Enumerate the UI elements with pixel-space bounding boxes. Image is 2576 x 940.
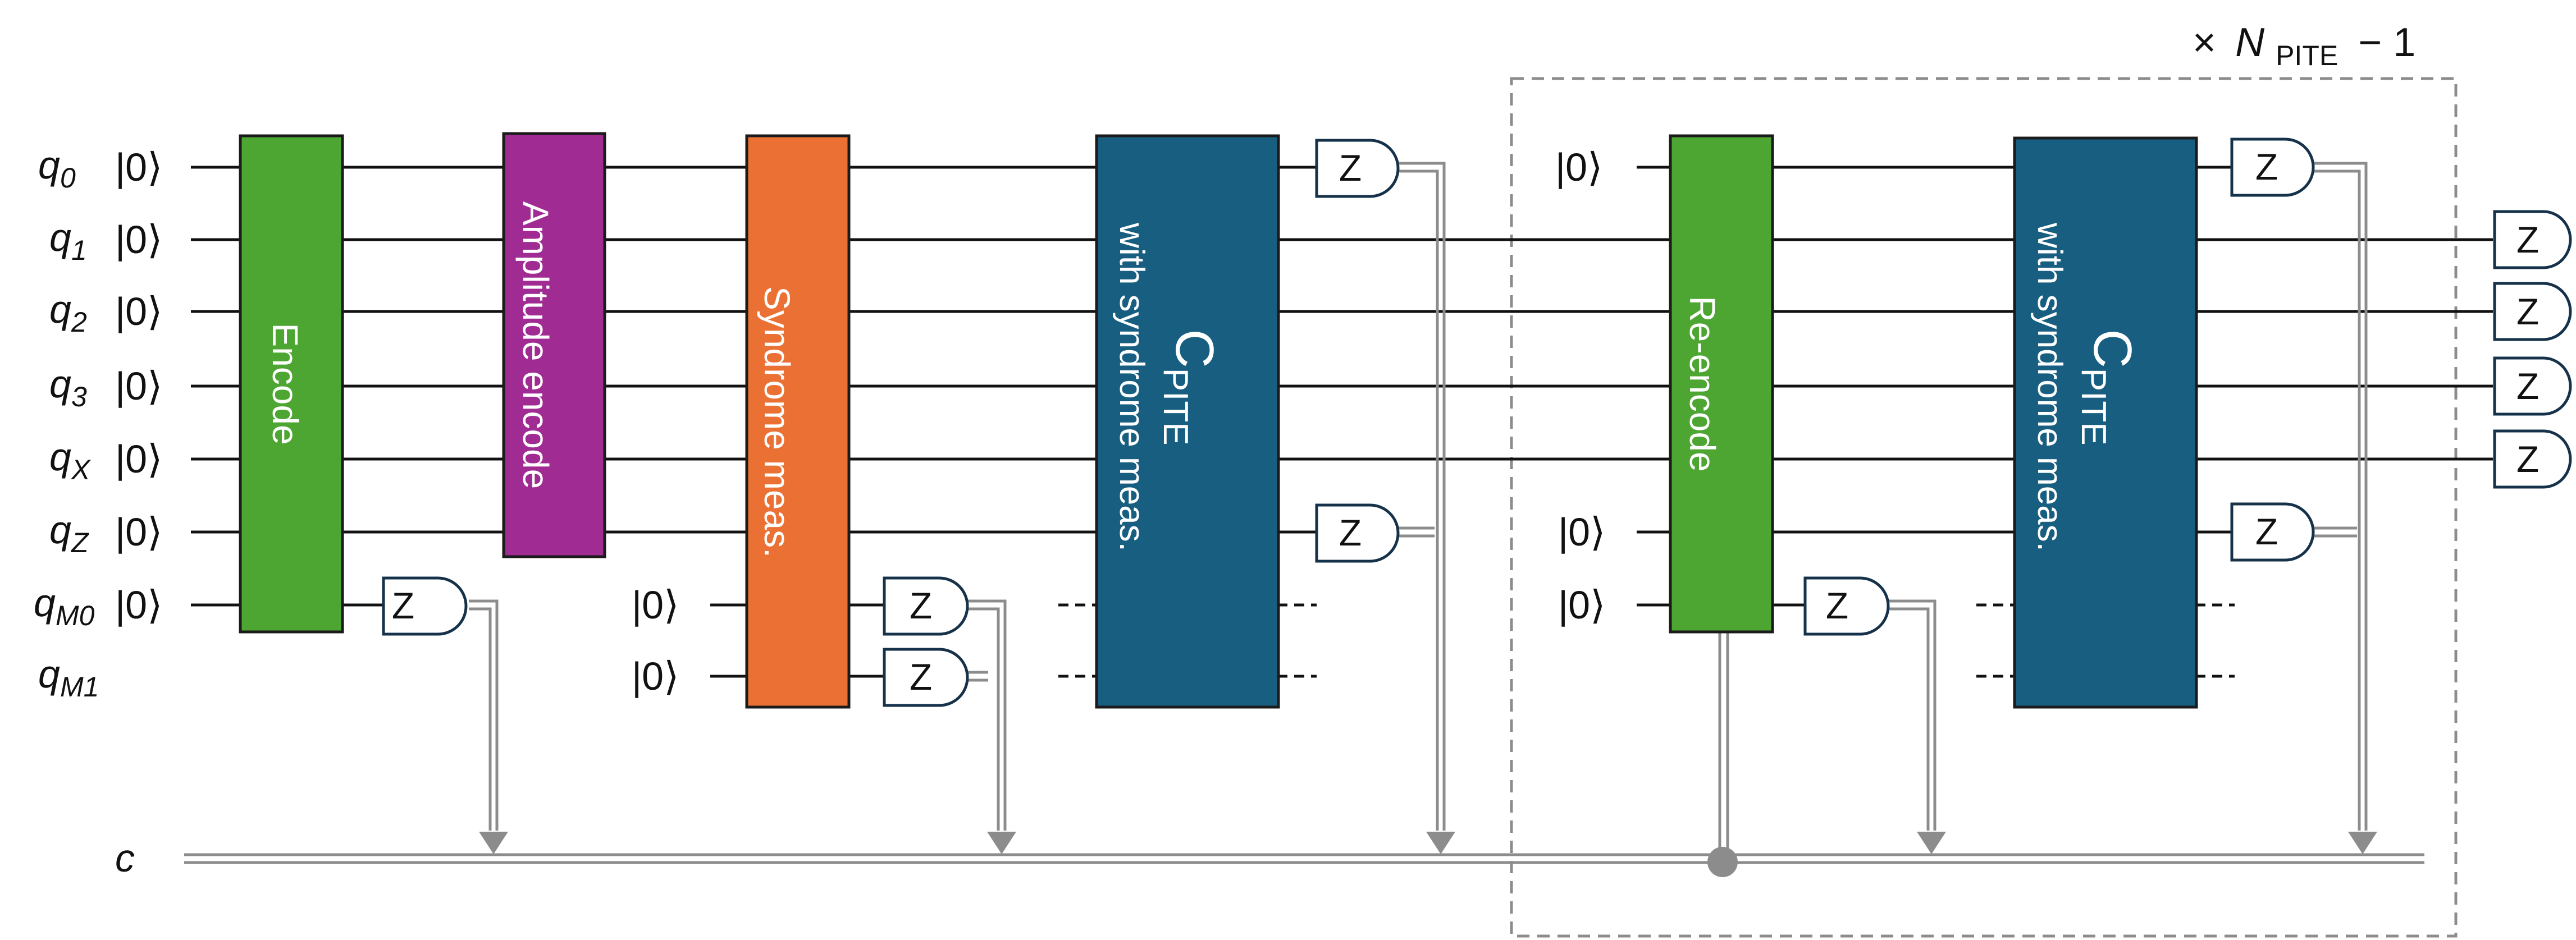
- cpite-gate-2-box: [2013, 136, 2198, 709]
- measure-q3-final-label: Z: [2516, 365, 2539, 407]
- repeat-suffix: − 1: [2358, 20, 2415, 65]
- repeat-symbol: N: [2235, 20, 2265, 65]
- repeat-label: × N PITE − 1: [2193, 20, 2415, 74]
- reencode-gate-label: Re-encode: [1682, 296, 1723, 471]
- measure-qZ-2: Z: [2230, 502, 2315, 562]
- cwire-meas-q0-2: [2310, 162, 2368, 831]
- measure-qM0-2-label: Z: [910, 585, 932, 626]
- qubit-label-q2: q2: [49, 287, 87, 338]
- measure-q0-2: Z: [2230, 137, 2315, 197]
- cwire-meas-qZ-1: [1395, 526, 1435, 538]
- cpite-gate-1: CPITE with syndrome meas.: [1095, 134, 1280, 709]
- cwire-meas-q0-1: [1395, 162, 1446, 831]
- measure-q0-1: Z: [1315, 139, 1400, 198]
- arrow-meas-qM0-3: [1917, 832, 1946, 854]
- syndrome-measurement-gate: Syndrome meas.: [745, 134, 851, 709]
- syndrome-measurement-gate-label: Syndrome meas.: [757, 286, 797, 558]
- cpite-gate-2-c: C: [2082, 329, 2143, 368]
- qubit-label-qM1: qM1: [38, 652, 99, 703]
- amplitude-encode-gate: Amplitude encode: [502, 132, 606, 558]
- measure-q2-final-label: Z: [2516, 291, 2539, 332]
- cpite-gate-1-label: CPITE: [1156, 329, 1225, 445]
- cwire-meas-qM0-3: [1884, 599, 1936, 831]
- measure-q0-1-label: Z: [1339, 147, 1362, 189]
- qubit-label-qZ: qZ: [49, 508, 89, 558]
- cwire-meas-qM0-1: [469, 599, 499, 831]
- qubit-label-q3: q3: [49, 362, 87, 412]
- cpite-gate-2: CPITE with syndrome meas.: [2013, 136, 2198, 709]
- cpite-gate-2-note: with syndrome meas.: [2030, 222, 2069, 552]
- ket-qM1-syndrome: |0⟩: [632, 654, 679, 698]
- init-ket-q3: |0⟩: [115, 364, 162, 408]
- measure-qM0-1-label: Z: [392, 585, 414, 626]
- arrow-meas-qM0-1: [479, 832, 508, 854]
- cpite-gate-1-note: with syndrome meas.: [1112, 222, 1151, 552]
- arrow-meas-cpite-1: [1426, 832, 1455, 854]
- init-ket-q0: |0⟩: [115, 145, 162, 189]
- amplitude-encode-gate-label: Amplitude encode: [515, 201, 556, 489]
- arrow-meas-syndrome: [987, 832, 1016, 854]
- classical-register-label: c: [115, 836, 135, 880]
- qubit-label-q0: q0: [38, 143, 76, 194]
- cpite-gate-2-label: CPITE: [2074, 329, 2143, 445]
- init-ket-qM0: |0⟩: [115, 583, 162, 627]
- measure-qX-final-label: Z: [2516, 438, 2539, 480]
- measure-q3-final: Z: [2493, 356, 2572, 416]
- cwire-meas-qZ-2: [2310, 526, 2357, 538]
- cwire-meas-qM0-2: [966, 599, 1007, 831]
- measure-qZ-1-label: Z: [1339, 512, 1362, 553]
- reencode-gate: Re-encode: [1669, 134, 1774, 634]
- measure-qZ-2-label: Z: [2255, 511, 2278, 552]
- repeat-times: ×: [2193, 20, 2216, 65]
- measure-q1-final-label: Z: [2516, 219, 2539, 260]
- qubit-label-qX: qX: [49, 435, 91, 485]
- measure-qX-final: Z: [2493, 429, 2572, 489]
- encode-gate-box: [239, 134, 344, 634]
- classical-control-dot: [1707, 847, 1738, 877]
- measure-q2-final: Z: [2493, 282, 2572, 341]
- classical-wires: [184, 162, 2424, 877]
- ket-qM0-repeat: |0⟩: [1558, 583, 1605, 627]
- cpite-gate-2-sub: PITE: [2074, 368, 2113, 446]
- measure-qM0-2: Z: [883, 576, 969, 636]
- amplitude-encode-gate-box: [502, 132, 606, 558]
- measure-qM0-3-label: Z: [1826, 585, 1848, 626]
- encode-gate: Encode: [239, 134, 344, 634]
- qubit-labels: q0 q1 q2 q3 qX qZ qM0 qM1 |0⟩ |0⟩ |0⟩ |0…: [34, 143, 1605, 703]
- cwire-reencode-control: [1718, 633, 1729, 855]
- measure-qM1-1: Z: [883, 648, 969, 707]
- qubit-label-qM0: qM0: [34, 581, 95, 631]
- encode-gate-label: Encode: [265, 323, 305, 444]
- measure-qZ-1: Z: [1315, 503, 1400, 563]
- repeat-block-box: [1510, 77, 2458, 938]
- measurements: Z Z Z Z Z Z Z: [382, 137, 2572, 707]
- measure-qM0-1: Z: [382, 576, 468, 636]
- cwire-meas-qM1-1: [966, 671, 988, 682]
- arrow-meas-cpite-2: [2348, 832, 2377, 854]
- reencode-gate-box: [1669, 134, 1774, 634]
- repeat-sub: PITE: [2276, 40, 2338, 71]
- measure-qM0-3: Z: [1803, 576, 1890, 636]
- init-ket-qX: |0⟩: [115, 437, 162, 481]
- measure-q1-final: Z: [2493, 210, 2572, 269]
- ket-q0-repeat: |0⟩: [1555, 145, 1602, 189]
- init-ket-qZ: |0⟩: [115, 510, 162, 554]
- syndrome-measurement-gate-box: [745, 134, 851, 709]
- qubit-label-q1: q1: [49, 215, 87, 266]
- measure-q0-2-label: Z: [2255, 146, 2278, 187]
- cpite-gate-1-box: [1095, 134, 1280, 709]
- ket-qM0-syndrome: |0⟩: [632, 583, 679, 627]
- init-ket-q1: |0⟩: [115, 218, 162, 262]
- init-ket-q2: |0⟩: [115, 290, 162, 333]
- cpite-gate-1-sub: PITE: [1156, 368, 1195, 446]
- measure-qM1-1-label: Z: [910, 656, 932, 698]
- ket-qZ-repeat: |0⟩: [1558, 510, 1605, 554]
- cpite-gate-1-c: C: [1164, 329, 1225, 368]
